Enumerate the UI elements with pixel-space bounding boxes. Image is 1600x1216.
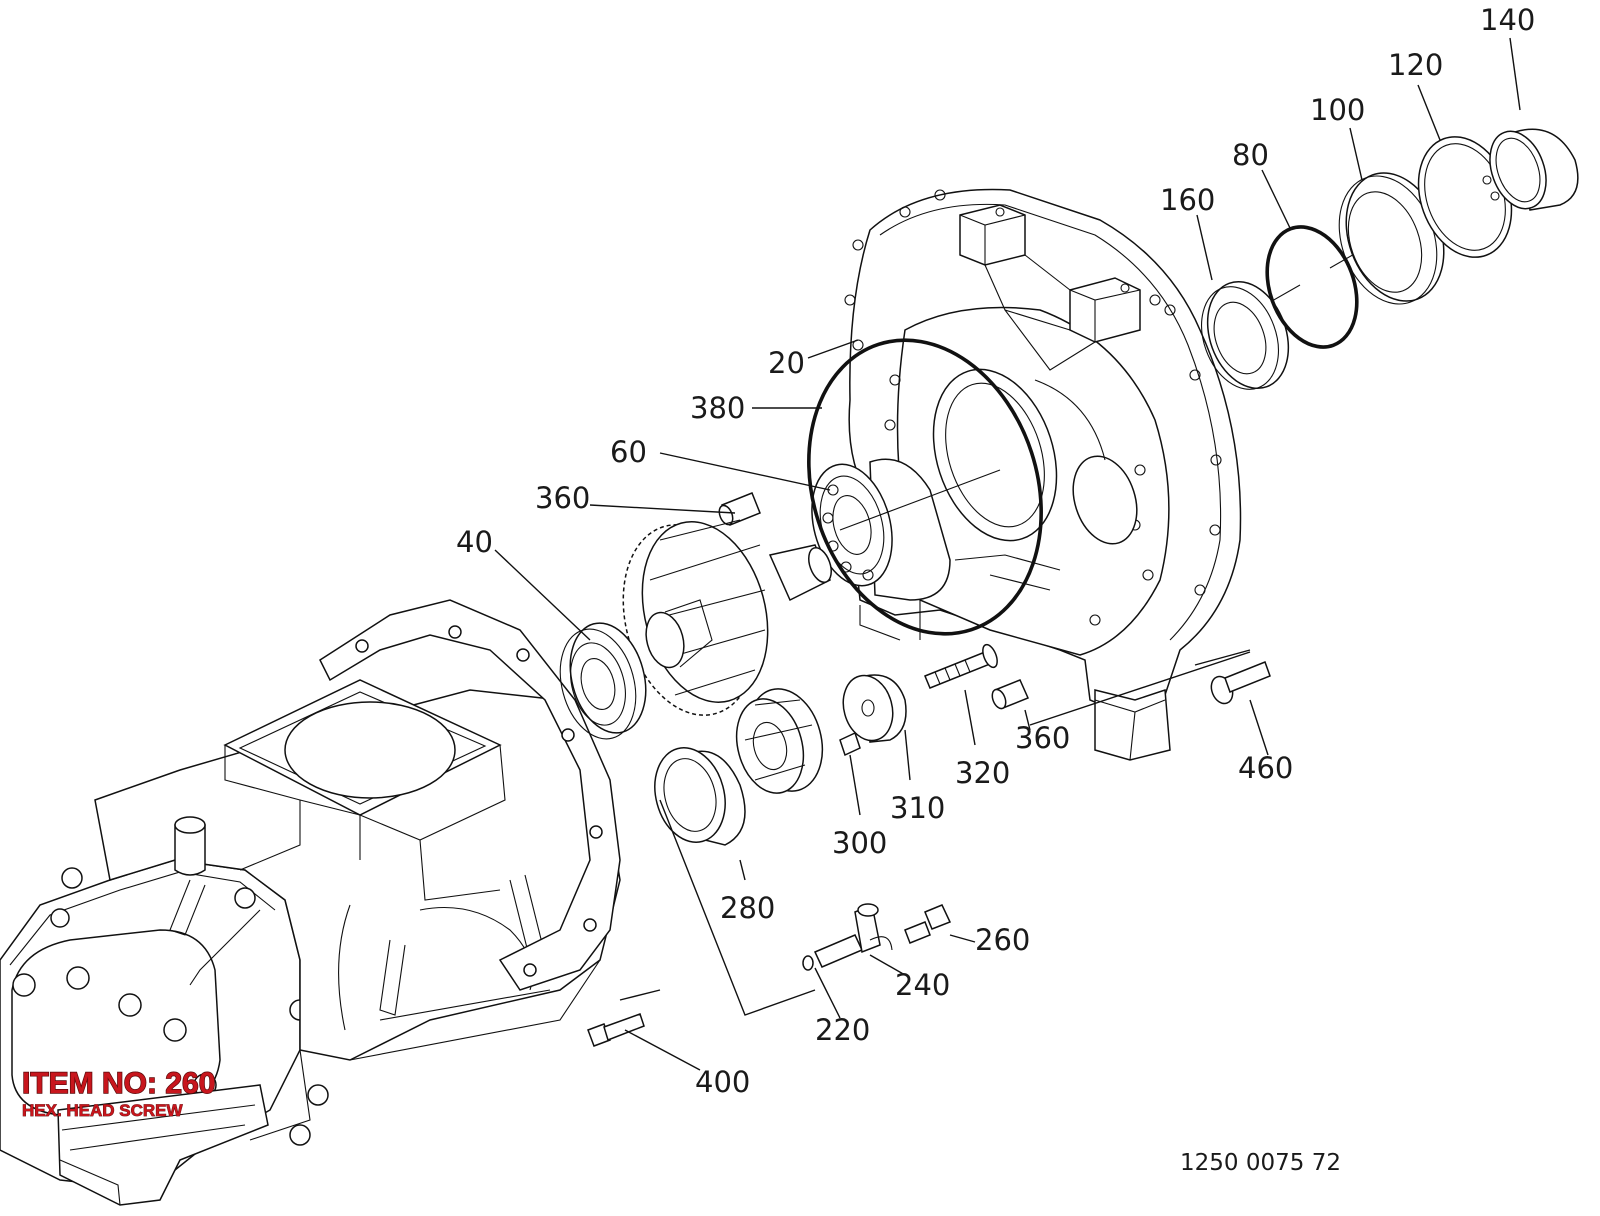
callout-360-upper: 360 xyxy=(535,481,590,515)
callout-140: 140 xyxy=(1480,3,1535,37)
bearing-40 xyxy=(559,622,647,740)
o-ring-220 xyxy=(802,955,814,971)
callout-240: 240 xyxy=(895,968,950,1002)
gear-casing xyxy=(844,188,1242,761)
callout-60: 60 xyxy=(610,435,647,469)
callout-400: 400 xyxy=(695,1065,750,1099)
dowel-pin-360-lower xyxy=(991,679,1030,710)
dowel-pin-360-upper xyxy=(718,492,761,526)
item-description: HEX. HEAD SCREW xyxy=(22,1101,184,1120)
callout-260: 260 xyxy=(975,923,1030,957)
item-title: ITEM NO: 260 xyxy=(22,1067,215,1100)
o-ring-380 xyxy=(807,338,1043,636)
callout-80: 80 xyxy=(1232,138,1269,172)
seal-160 xyxy=(1201,280,1290,390)
callout-380: 380 xyxy=(690,391,745,425)
screw-400 xyxy=(587,1013,645,1047)
callout-labels: 140 120 100 80 160 20 380 60 360 40 360 … xyxy=(456,3,1535,1099)
drawing-number: 1250 0075 72 xyxy=(1180,1150,1341,1176)
leader-lines xyxy=(494,37,1521,1071)
large-gear xyxy=(622,519,832,716)
callout-20: 20 xyxy=(768,346,805,380)
callout-460: 460 xyxy=(1238,751,1293,785)
washer-310 xyxy=(842,674,907,743)
key-300 xyxy=(839,731,861,757)
bearing-280 xyxy=(654,747,746,846)
callout-310: 310 xyxy=(890,791,945,825)
callout-360-lower: 360 xyxy=(1015,721,1070,755)
sensor-240 xyxy=(813,903,893,968)
callout-160: 160 xyxy=(1160,183,1215,217)
o-ring-80 xyxy=(1265,225,1359,349)
callout-120: 120 xyxy=(1388,48,1443,82)
bushing-140 xyxy=(1489,128,1579,211)
compressor-element xyxy=(0,599,621,1206)
callout-320: 320 xyxy=(955,756,1010,790)
shaft-axis-upper xyxy=(839,469,1001,531)
callout-300: 300 xyxy=(832,826,887,860)
screw-460 xyxy=(1210,661,1271,705)
callout-40: 40 xyxy=(456,525,493,559)
item-highlight: ITEM NO: 260 HEX. HEAD SCREW xyxy=(21,1066,216,1120)
callout-280: 280 xyxy=(720,891,775,925)
screw-260 xyxy=(904,904,952,944)
callout-100: 100 xyxy=(1310,93,1365,127)
sleeve-100 xyxy=(1338,172,1445,305)
callout-220: 220 xyxy=(815,1013,870,1047)
pinion-gear xyxy=(735,688,824,794)
bolt-320 xyxy=(924,643,998,689)
